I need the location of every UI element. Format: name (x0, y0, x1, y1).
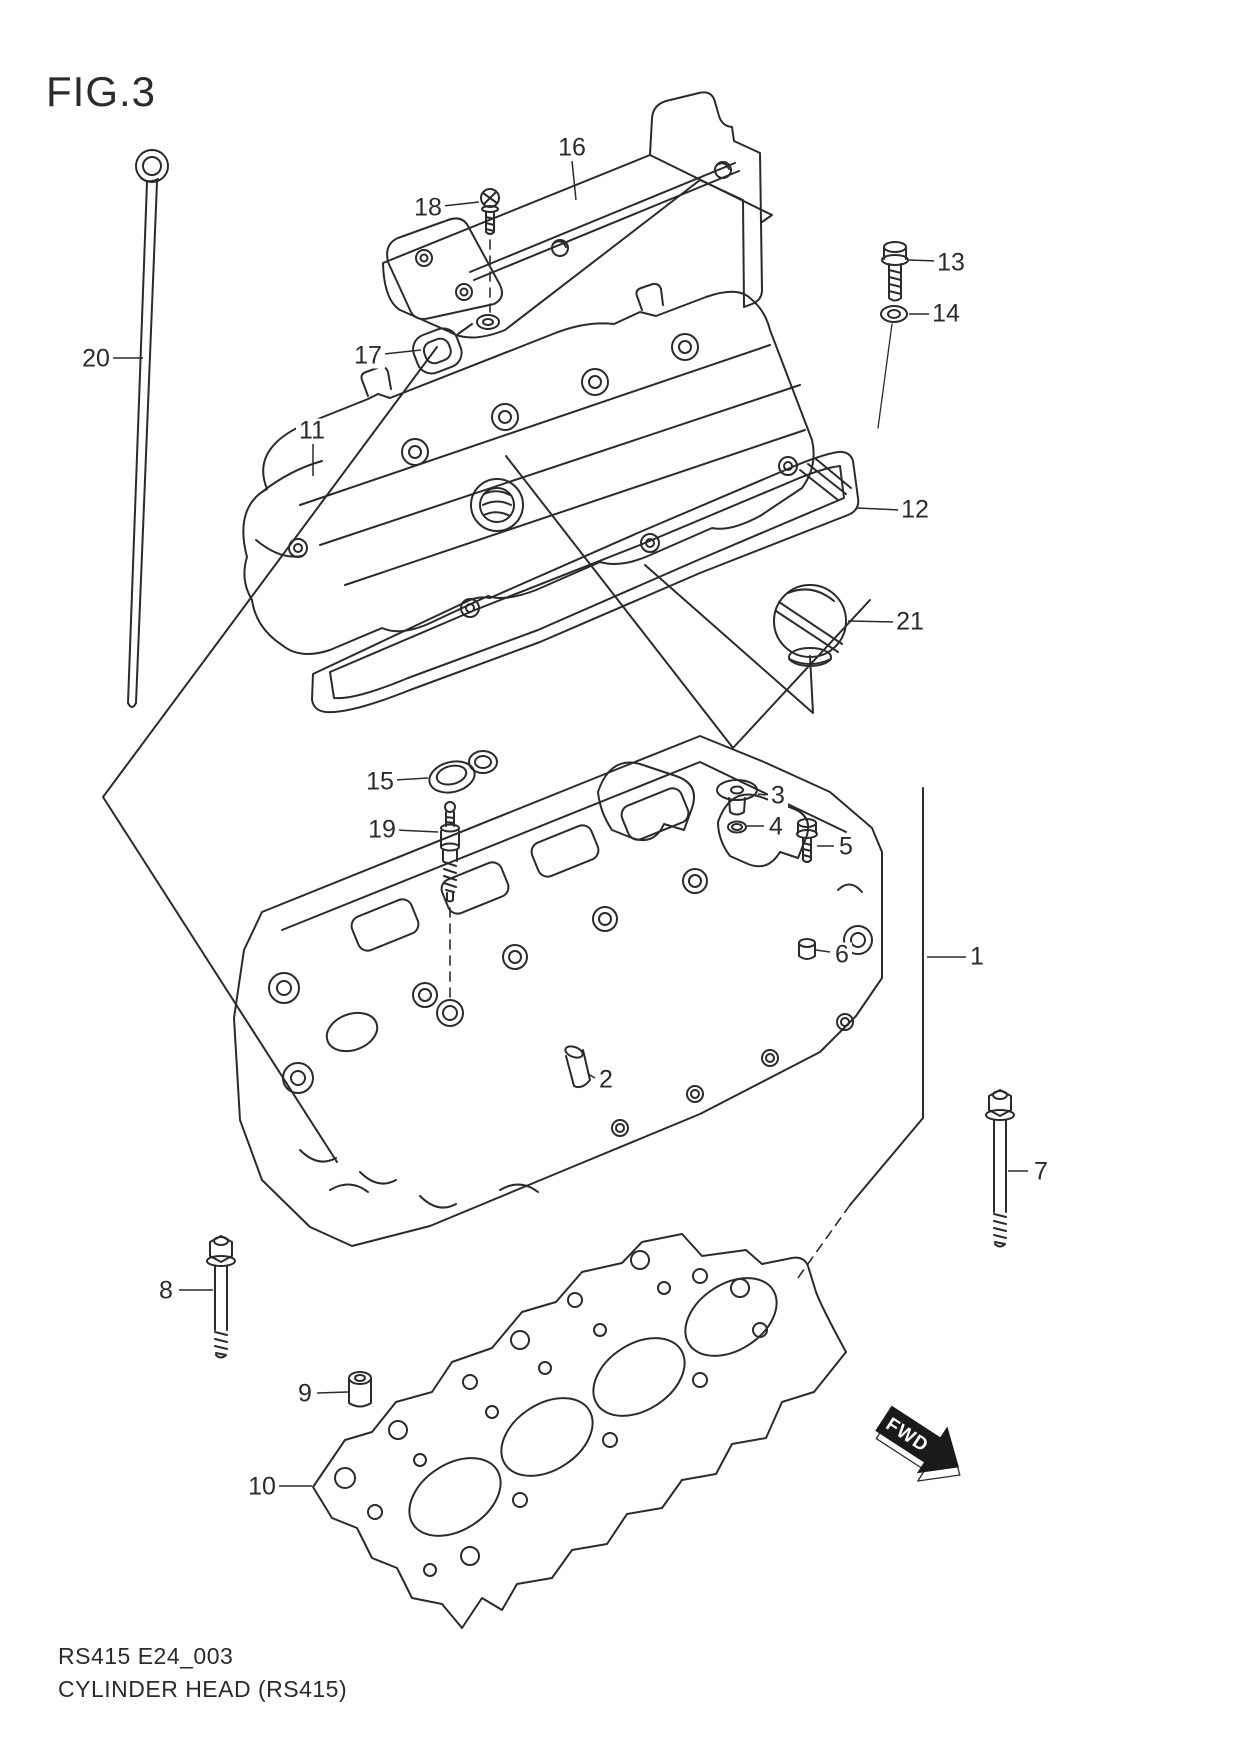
callout-2: 2 (596, 1067, 616, 1093)
callout-4: 4 (766, 814, 786, 840)
part-6-nut (798, 938, 816, 960)
leader-line-19 (395, 829, 439, 833)
leader-line-18 (442, 201, 480, 207)
callout-12: 12 (898, 497, 932, 523)
callout-1: 1 (967, 944, 987, 970)
part-16-cylinder-head-cover-plate (382, 91, 773, 339)
part-10-cylinder-head-gasket (312, 1233, 847, 1629)
callout-21: 21 (893, 609, 927, 635)
part-1-cylinder-head (233, 735, 883, 1247)
callout-18: 18 (411, 195, 445, 221)
part-9-dowel (348, 1371, 372, 1408)
callout-19: 19 (365, 817, 399, 843)
part-14-washer (877, 305, 908, 429)
callout-10: 10 (245, 1474, 279, 1500)
drawing-code: RS415 E24_003 (58, 1643, 234, 1669)
part-20-oil-level-gauge (127, 149, 169, 708)
callout-7: 7 (1031, 1159, 1051, 1185)
part-18-screw (480, 188, 500, 313)
part-4-seal (727, 820, 747, 834)
part-3-cap (716, 779, 758, 816)
callout-8: 8 (156, 1278, 176, 1304)
part-13-bolt (881, 241, 909, 302)
callout-5: 5 (836, 834, 856, 860)
leader-line-17 (383, 349, 422, 355)
part-15-clamp (428, 750, 498, 794)
callout-16: 16 (555, 135, 589, 161)
leader-line-13 (908, 259, 938, 262)
part-12-head-cover-gasket (311, 450, 860, 714)
callout-15: 15 (363, 769, 397, 795)
callout-9: 9 (295, 1381, 315, 1407)
leader-line-15 (394, 777, 429, 781)
leader-line-3 (757, 793, 767, 796)
part-8-bolt (206, 1235, 236, 1359)
part-7-bolt (985, 1089, 1015, 1248)
part-5-bolt (796, 818, 818, 863)
leader-line-2 (587, 1073, 596, 1079)
drawing-caption: CYLINDER HEAD (RS415) (58, 1676, 348, 1702)
part-21-oil-filler-cap (773, 584, 847, 667)
callout-11: 11 (296, 418, 328, 444)
leader-line-21 (847, 620, 896, 623)
figure-number: FIG.3 (46, 68, 157, 115)
leader-line-6 (815, 949, 831, 953)
leader-line-12 (856, 507, 901, 511)
callout-17: 17 (351, 343, 385, 369)
part-17-seal (412, 323, 473, 375)
leader-line-9 (316, 1391, 349, 1394)
callout-14: 14 (929, 301, 963, 327)
callout-20: 20 (79, 346, 113, 372)
leader-line-16 (571, 160, 577, 201)
callout-3: 3 (768, 783, 788, 809)
part-11-cylinder-head-cover (242, 282, 815, 655)
callout-13: 13 (934, 250, 968, 276)
callout-6: 6 (832, 942, 852, 968)
